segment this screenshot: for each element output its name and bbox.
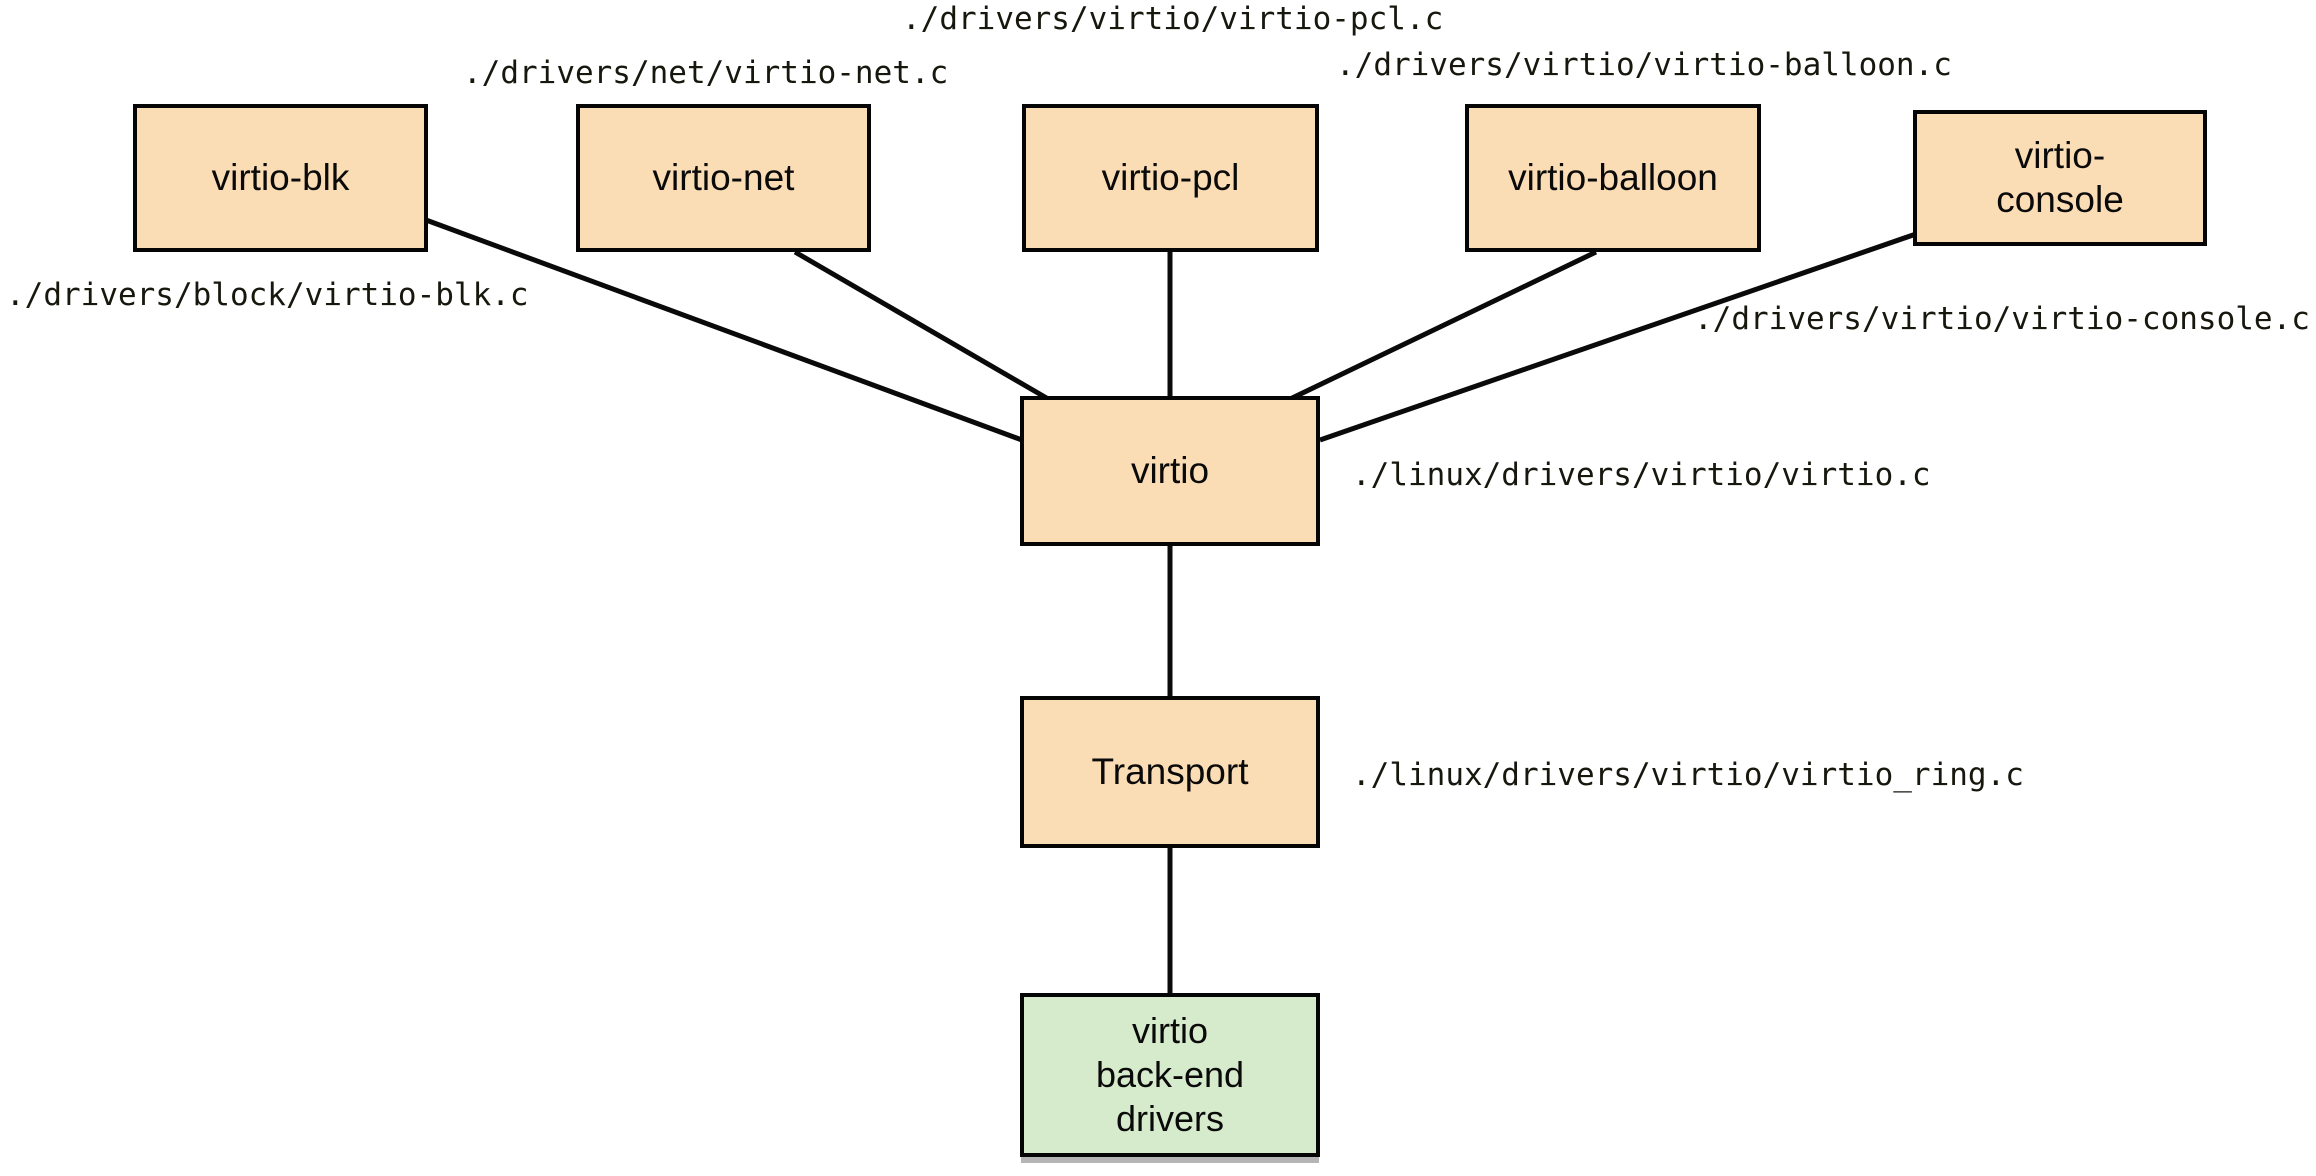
node-virtio-blk-label: virtio-blk xyxy=(211,157,350,199)
node-virtio-backend-drivers: virtio back-end drivers xyxy=(1020,993,1320,1157)
path-label-virtio-balloon: ./drivers/virtio/virtio-balloon.c xyxy=(1336,47,1952,83)
node-virtio-console: virtio- console xyxy=(1913,110,2207,246)
edge-virtio-blk-to-virtio xyxy=(425,217,1023,443)
path-label-virtio: ./linux/drivers/virtio/virtio.c xyxy=(1352,457,1931,493)
node-backend-label-line2: back-end xyxy=(1095,1054,1245,1096)
node-virtio-pcl: virtio-pcl xyxy=(1022,104,1319,252)
node-virtio-net: virtio-net xyxy=(576,104,871,252)
node-backend-label-line3: drivers xyxy=(1115,1097,1225,1139)
node-virtio-console-label-line2: console xyxy=(1996,179,2124,220)
path-label-virtio-blk: ./drivers/block/virtio-blk.c xyxy=(6,277,529,313)
path-label-virtio-console: ./drivers/virtio/virtio-console.c xyxy=(1694,301,2310,337)
node-backend-label-line1: virtio xyxy=(1131,1010,1208,1052)
edge-virtio-net-to-virtio xyxy=(793,249,1052,403)
node-transport-label: Transport xyxy=(1091,751,1249,793)
node-virtio-console-label-line1: virtio- xyxy=(2014,135,2106,177)
edge-virtio-balloon-to-virtio xyxy=(1286,249,1598,403)
path-label-virtio-pcl: ./drivers/virtio/virtio-pcl.c xyxy=(902,1,1444,37)
path-label-virtio-ring: ./linux/drivers/virtio/virtio_ring.c xyxy=(1352,757,2024,793)
node-virtio-balloon-label: virtio-balloon xyxy=(1508,157,1718,199)
path-label-virtio-net: ./drivers/net/virtio-net.c xyxy=(463,55,949,91)
node-virtio-pcl-label: virtio-pcl xyxy=(1101,157,1240,199)
node-virtio-label: virtio xyxy=(1130,450,1210,492)
node-virtio-net-label: virtio-net xyxy=(652,157,795,199)
node-transport: Transport xyxy=(1020,696,1320,848)
node-virtio-balloon: virtio-balloon xyxy=(1465,104,1761,252)
node-virtio-blk: virtio-blk xyxy=(133,104,428,252)
edge-virtio-console-to-virtio xyxy=(1319,231,1917,443)
node-virtio: virtio xyxy=(1020,396,1320,546)
